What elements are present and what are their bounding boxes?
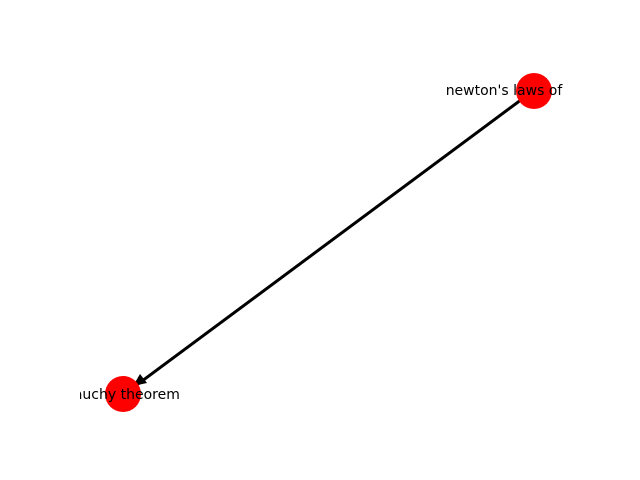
edge-source-to-target — [136, 89, 535, 386]
node-target: cauchy theorem — [66, 376, 180, 412]
node-target-label: cauchy theorem — [66, 387, 180, 403]
node-source: newton's laws of — [446, 73, 564, 109]
node-target-circle — [105, 376, 141, 412]
node-source-label: newton's laws of — [446, 83, 564, 99]
node-source-circle — [516, 73, 552, 109]
